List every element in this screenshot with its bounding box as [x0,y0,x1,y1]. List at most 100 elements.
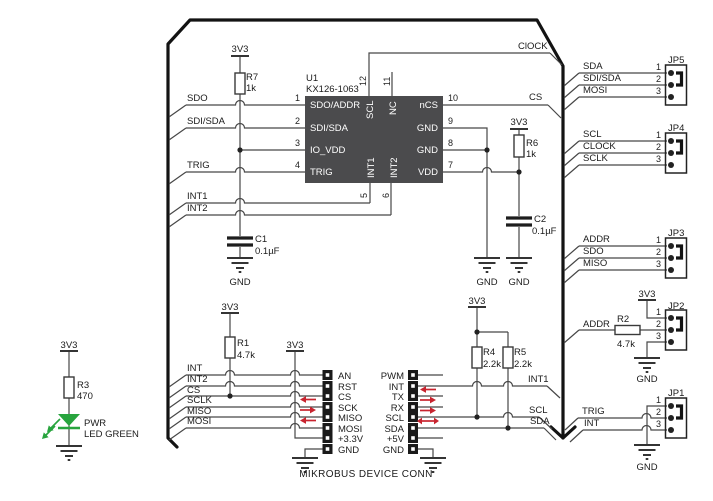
net-clock-jp4: CLOCK [583,141,616,152]
rail-3v3-mb: 3V3 [287,340,304,351]
rail-3v3-led: 3V3 [61,340,78,351]
ic-lbl-sdo-addr: SDO/ADDR [310,100,360,111]
jumper-jp2 [664,309,688,351]
header-pin-hole [411,436,415,440]
ref-c1: C1 [255,234,267,245]
ref-jp5: JP5 [668,55,684,66]
hdr-rx: RX [391,403,405,414]
jp2-num-1: 1 [656,307,661,317]
ref-r1: R1 [237,338,249,349]
header-pin-hole [411,384,415,388]
ic-lbl-ncs: nCS [420,100,438,111]
val-r4: 2.2k [483,359,501,370]
wires-jumper-area [68,72,667,446]
header-pin-hole [411,405,415,409]
hdr-5v: +5V [387,434,405,445]
val-r3: 470 [77,391,93,402]
hdr-mosi: MOSI [338,424,362,435]
ref-c2: C2 [534,214,546,225]
ic-lbl-gnd8: GND [417,145,438,156]
ic-part-label: KX126-1063 [306,84,359,95]
resistor-r2 [614,324,641,336]
net-cs-mb: CS [187,385,200,396]
net-sdo-jp3: SDO [583,246,604,257]
jp3-num-3: 3 [656,259,661,269]
ic-lbl-trig: TRIG [310,167,333,178]
resistor-r6 [513,134,525,158]
net-int-jp1: INT [584,418,600,429]
ic-pin-10: 10 [448,93,458,103]
ic-pin-12: 12 [358,76,368,86]
hdr-pwm: PWM [381,371,404,382]
net-cs-top: CS [529,92,542,103]
header-pin-hole [325,415,330,419]
resistor-r7 [234,72,246,95]
ref-r7: R7 [246,72,258,83]
ref-r4: R4 [483,347,495,358]
ic-pin-2: 2 [295,116,300,126]
rail-3v3-r7: 3V3 [232,44,249,55]
net-sdo: SDO [187,93,208,104]
jp1-num-3: 3 [656,419,661,429]
ic-pin-5: 5 [359,193,369,198]
jp4-num-3: 3 [656,154,661,164]
jp2-num-2: 2 [656,319,661,329]
hdr-cs: CS [338,392,351,403]
net-addr-jp3: ADDR [583,234,610,245]
wires-ic-area [186,52,550,258]
net-sdisda-jp5: SDI/SDA [583,73,622,84]
net-scl-right: SCL [529,405,547,416]
jp3-num-2: 2 [656,247,661,257]
capacitor-c2 [506,216,532,227]
gnd-label-ic: GND [476,277,497,288]
resistor-r4 [471,346,483,369]
header-pin-hole [411,415,415,419]
header-pin-hole [325,426,330,430]
val-r7: 1k [246,83,256,94]
net-int2: INT2 [187,203,208,214]
hdr-sck: SCK [338,403,358,414]
val-c1: 0.1µF [255,246,280,257]
header-pin-hole [325,373,330,377]
header-pin-hole [325,384,330,388]
resistor-r3 [63,376,75,399]
gnd-label-jp1: GND [636,462,657,473]
ic-pin-1: 1 [295,93,300,103]
jumper-jp3 [664,237,688,279]
ic-pin-3: 3 [295,138,300,148]
rail-3v3-r1: 3V3 [222,302,239,313]
header-pin-hole [411,426,415,430]
ic-lbl-nc: NC [388,101,399,115]
ref-led: PWR [84,418,106,429]
net-mosi-jp5: MOSI [583,85,607,96]
hdr-an: AN [338,371,351,382]
bus-outline [166,18,577,449]
led-emission-arrows [42,418,61,439]
val-led: LED GREEN [84,429,139,440]
ic-lbl-io-vdd: IO_VDD [310,145,346,156]
net-trig-jp1: TRIG [582,406,605,417]
net-int1: INT1 [187,191,208,202]
hdr-gnd-r: GND [383,445,404,456]
hdr-miso: MISO [338,413,362,424]
val-r2: 4.7k [617,339,635,350]
ic-lbl-int1: INT1 [366,157,377,178]
jp1-num-1: 1 [656,395,661,405]
net-int2-mb: INT2 [187,374,208,385]
ic-pin-8: 8 [448,138,453,148]
jp4-num-2: 2 [656,142,661,152]
mikrobus-conn-label: MIKROBUS DEVICE CONN [299,469,433,480]
jp3-num-1: 1 [656,235,661,245]
val-r6: 1k [526,149,536,160]
schematic-labels: 3V3SDOSDI/SDATRIGINT1INT2R71kClOCKCS3V3R… [61,41,685,473]
ic-lbl-int2: INT2 [389,157,400,178]
header-pin-hole [411,373,415,377]
jp5-num-1: 1 [656,62,661,72]
ref-jp1: JP1 [668,388,684,399]
gnd-label-c1: GND [229,277,250,288]
header-pin-hole [325,394,330,398]
jp5-num-2: 2 [656,74,661,84]
hdr-scl: SCL [386,413,404,424]
mikrobus-header-pins [322,370,418,454]
led-pwr [42,414,80,439]
